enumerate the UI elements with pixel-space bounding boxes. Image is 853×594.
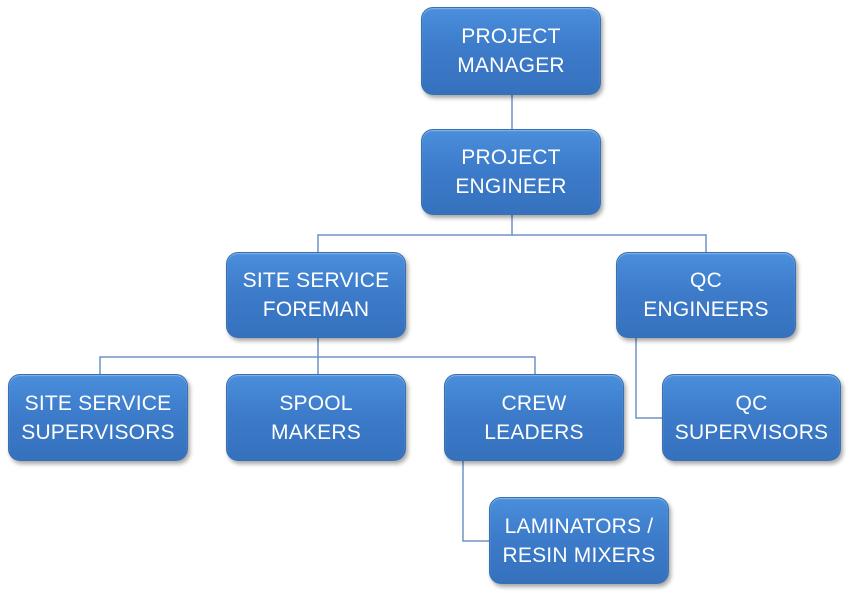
node-project-manager: PROJECT MANAGER [421,7,601,95]
connector-pe-qce [512,234,707,252]
node-qc-supervisors: QC SUPERVISORS [662,374,841,461]
connector-crew-lam [462,461,489,542]
node-label: RESIN MIXERS [502,543,656,567]
node-label: PROJECT [461,146,561,169]
node-label: MANAGER [457,54,565,77]
connector-qce-qcs [635,338,662,419]
node-label: CREW [501,391,567,415]
node-label: MAKERS [271,420,361,444]
node-label: ENGINEERS [643,298,769,321]
node-label: PROJECT [461,25,561,48]
node-project-engineer: PROJECT ENGINEER [421,129,601,215]
node-laminators-resin-mixers: LAMINATORS / RESIN MIXERS [489,497,669,584]
node-label: QC [690,269,722,292]
node-label: SPOOL [279,391,353,415]
node-label: SITE SERVICE [242,269,390,292]
node-label: SITE SERVICE [24,391,172,415]
connector-ssf-crew [318,356,536,374]
node-spool-makers: SPOOL MAKERS [226,374,406,461]
node-label: SUPERVISORS [674,420,829,444]
node-label: LEADERS [484,420,584,444]
node-label: ENGINEER [455,175,567,198]
node-label: QC [735,391,768,415]
node-qc-engineers: QC ENGINEERS [616,252,796,338]
node-crew-leaders: CREW LEADERS [444,374,624,461]
node-site-service-supervisors: SITE SERVICE SUPERVISORS [8,374,188,461]
connector-ssf-sss [99,338,319,374]
connector-pe-ssf [317,215,513,252]
node-label: LAMINATORS / [504,514,654,538]
node-label: FOREMAN [262,298,370,321]
node-site-service-foreman: SITE SERVICE FOREMAN [226,252,406,338]
node-label: SUPERVISORS [21,420,175,444]
